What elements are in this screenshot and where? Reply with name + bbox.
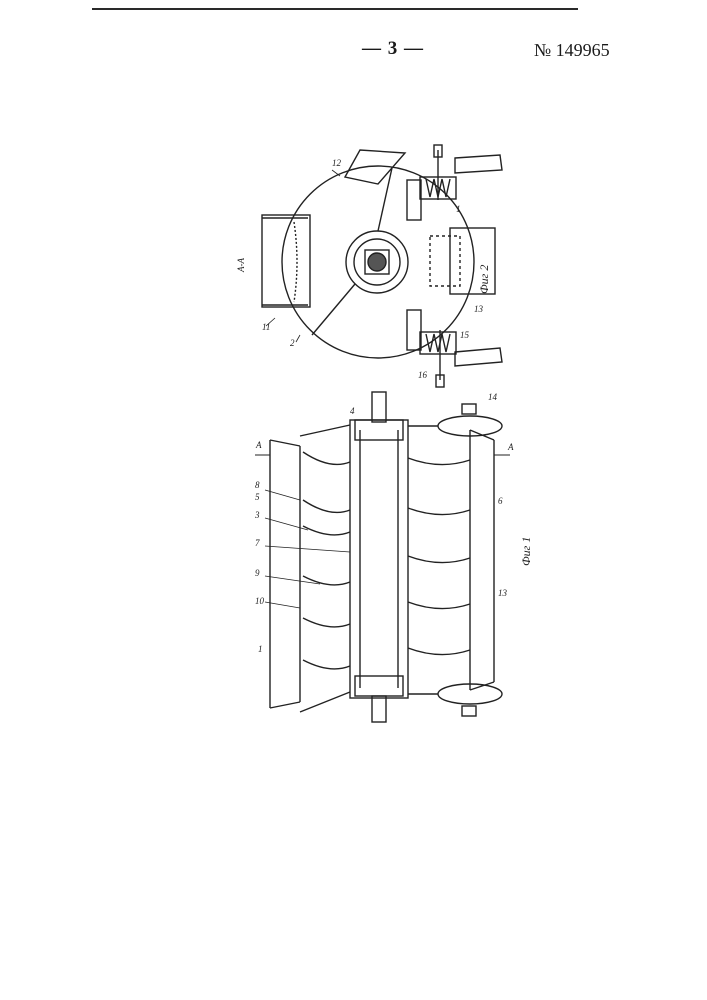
label-15: 15 — [460, 330, 470, 340]
label-4: 4 — [350, 406, 355, 416]
section-label-aa: А-А — [236, 258, 246, 273]
shaft — [368, 253, 386, 271]
label-2: 2 — [290, 338, 295, 348]
label-7: 7 — [255, 538, 260, 548]
label-11: 11 — [262, 322, 270, 332]
section-mark-a-left: А — [255, 440, 262, 450]
label-12: 12 — [332, 158, 342, 168]
label-16: 16 — [418, 370, 428, 380]
figure-1-caption: Фиг 1 — [519, 537, 533, 566]
label-9: 9 — [255, 568, 260, 578]
figure-1-drawing — [255, 392, 510, 722]
label-1-fig1: 1 — [258, 644, 263, 654]
label-6: 6 — [498, 496, 503, 506]
inlet-chute-11 — [262, 215, 310, 307]
label-5: 5 — [255, 492, 260, 502]
shaft-end-bottom — [372, 696, 386, 722]
section-mark-a-right: А — [507, 442, 514, 452]
handle-upper — [455, 155, 502, 173]
label-3: 3 — [254, 510, 260, 520]
label-13-fig1: 13 — [498, 588, 508, 598]
blade-top — [378, 168, 392, 231]
label-8: 8 — [255, 480, 260, 490]
label-13-fig2: 13 — [474, 304, 484, 314]
handle-lower — [455, 348, 502, 366]
drum-body — [350, 420, 408, 698]
figure-2-caption: Фиг 2 — [477, 265, 491, 294]
label-10: 10 — [255, 596, 265, 606]
blade-bottom — [312, 284, 355, 335]
shaft-end-top — [372, 392, 386, 422]
label-1-fig2: 1 — [456, 204, 461, 214]
label-14: 14 — [488, 392, 498, 402]
figure-2-drawing — [262, 145, 502, 387]
